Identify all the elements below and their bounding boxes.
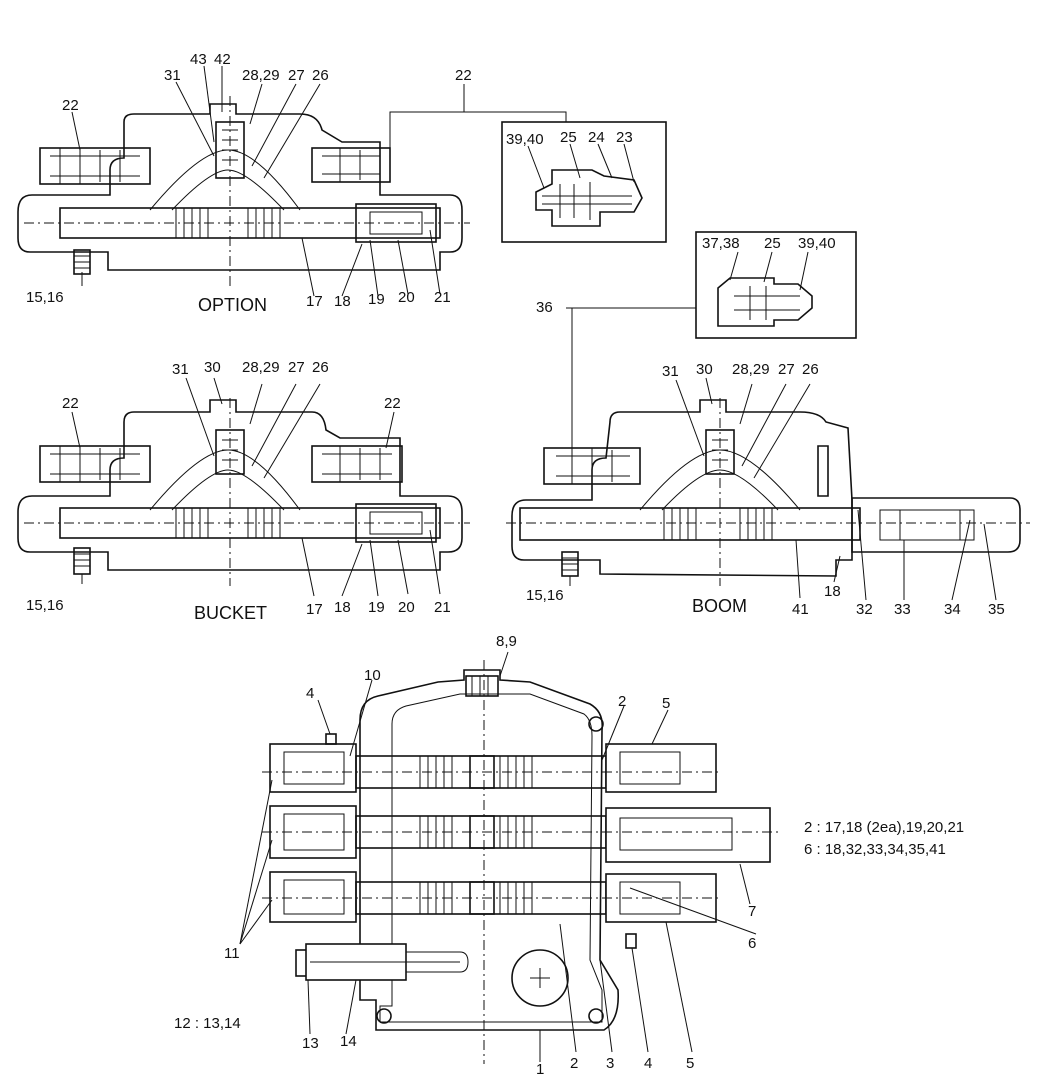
part-label: 20 — [398, 599, 415, 616]
part-label: 13 — [302, 1035, 319, 1052]
part-label: 19 — [368, 599, 385, 616]
detail-b-labels: 36 37,38 25 39,40 — [536, 235, 836, 316]
leader-lines — [71, 65, 997, 1062]
part-label: 21 — [434, 599, 451, 616]
part-label: 11 — [224, 945, 240, 962]
part-label: 8,9 — [496, 633, 517, 650]
note-kit-6: 6 : 18,32,33,34,35,41 — [804, 841, 946, 858]
part-label: 18 — [334, 293, 351, 310]
part-label: 23 — [616, 129, 633, 146]
part-label: 19 — [368, 291, 385, 308]
part-label: 20 — [398, 289, 415, 306]
part-label: 27 — [288, 359, 305, 376]
part-label: 39,40 — [506, 131, 544, 148]
part-label: 42 — [214, 51, 231, 68]
bucket-section-view — [17, 398, 470, 586]
part-label: 30 — [696, 361, 713, 378]
part-label: 15,16 — [26, 597, 64, 614]
part-label: 4 — [644, 1055, 652, 1072]
part-label: 27 — [288, 67, 305, 84]
view-titles: OPTION BUCKET BOOM — [194, 295, 747, 623]
part-label: 25 — [764, 235, 781, 252]
part-label: 26 — [312, 359, 329, 376]
note-kit-12: 12 : 13,14 — [174, 1015, 241, 1032]
part-label: 10 — [364, 667, 381, 684]
part-label: 2 — [570, 1055, 578, 1072]
part-label: 18 — [334, 599, 351, 616]
part-label: 17 — [306, 293, 323, 310]
part-label: 32 — [856, 601, 873, 618]
part-label: 28,29 — [732, 361, 770, 378]
part-label: 1 — [536, 1061, 544, 1078]
part-label: 35 — [988, 601, 1005, 618]
detail-a-labels: 22 39,40 25 24 23 — [455, 67, 633, 148]
assembly-labels: 8,9 10 4 2 5 7 6 11 13 14 1 2 3 4 5 — [224, 633, 756, 1078]
option-section-view — [17, 96, 470, 286]
part-label: 5 — [686, 1055, 694, 1072]
part-label: 6 — [748, 935, 756, 952]
part-label: 37,38 — [702, 235, 740, 252]
boom-title: BOOM — [692, 596, 747, 616]
part-label: 25 — [560, 129, 577, 146]
part-label: 3 — [606, 1055, 614, 1072]
part-label: 31 — [662, 363, 679, 380]
part-label: 22 — [62, 97, 79, 114]
part-label: 34 — [944, 601, 961, 618]
part-label: 22 — [62, 395, 79, 412]
part-label: 4 — [306, 685, 314, 702]
boom-section-view — [506, 398, 1030, 586]
part-label: 36 — [536, 299, 553, 316]
part-label: 7 — [748, 903, 756, 920]
part-label: 21 — [434, 289, 451, 306]
part-label: 28,29 — [242, 359, 280, 376]
part-label: 30 — [204, 359, 221, 376]
boom-labels: 31 30 28,29 27 26 15,16 41 18 32 33 34 3… — [526, 361, 1005, 618]
part-label: 15,16 — [26, 289, 64, 306]
part-label: 26 — [312, 67, 329, 84]
part-label: 24 — [588, 129, 605, 146]
assembly-spool-middle — [269, 805, 771, 863]
part-label: 41 — [792, 601, 809, 618]
detail-box-relief-a — [501, 121, 667, 243]
part-label: 22 — [455, 67, 472, 84]
part-label: 33 — [894, 601, 911, 618]
part-label: 15,16 — [526, 587, 564, 604]
assembly-spool-bottom — [269, 871, 717, 923]
assembly-spool-top — [269, 743, 717, 793]
bucket-labels: 31 30 28,29 27 26 22 22 15,16 17 18 19 2… — [26, 359, 451, 618]
detail-box-relief-b — [695, 231, 857, 339]
part-label: 31 — [164, 67, 181, 84]
part-label: 39,40 — [798, 235, 836, 252]
bucket-title: BUCKET — [194, 603, 267, 623]
part-label: 43 — [190, 51, 207, 68]
part-label: 22 — [384, 395, 401, 412]
part-label: 31 — [172, 361, 189, 378]
part-label: 28,29 — [242, 67, 280, 84]
note-kit-2: 2 : 17,18 (2ea),19,20,21 — [804, 819, 964, 836]
part-label: 14 — [340, 1033, 357, 1050]
part-label: 26 — [802, 361, 819, 378]
part-label: 5 — [662, 695, 670, 712]
option-labels: 43 42 31 28,29 27 26 22 15,16 17 18 19 2… — [26, 51, 451, 310]
part-label: 17 — [306, 601, 323, 618]
option-title: OPTION — [198, 295, 267, 315]
kit-notes: 2 : 17,18 (2ea),19,20,21 6 : 18,32,33,34… — [174, 819, 964, 1032]
part-label: 2 — [618, 693, 626, 710]
part-label: 18 — [824, 583, 841, 600]
part-label: 27 — [778, 361, 795, 378]
assembly-view — [262, 660, 778, 1064]
